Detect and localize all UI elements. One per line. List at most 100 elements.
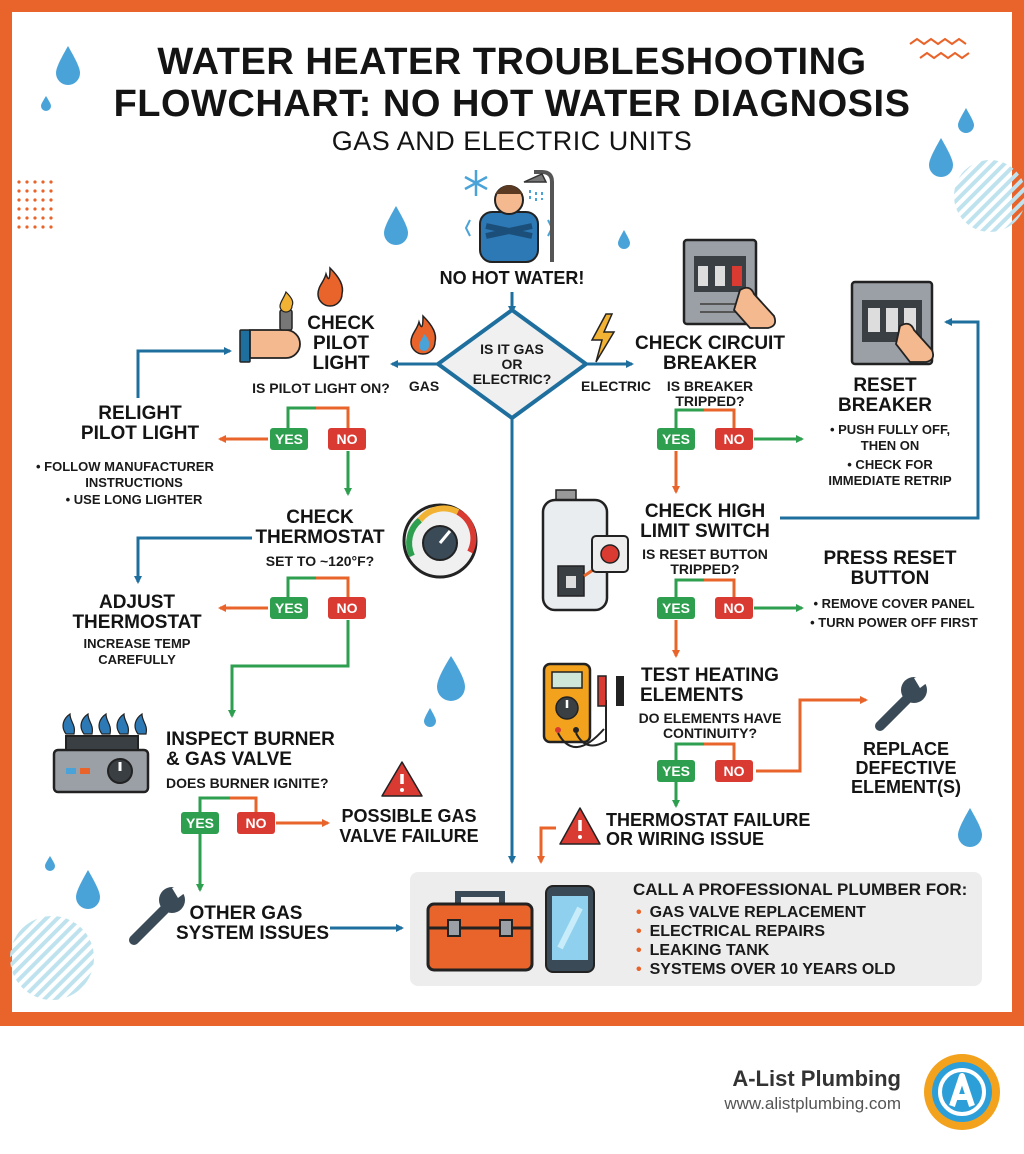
gas-valve-line-2: VALVE FAILURE — [339, 826, 479, 846]
warning-icon — [381, 761, 601, 845]
check-thermostat-line-1: CHECK — [286, 507, 354, 528]
thermostat-yes-badge: YES — [270, 597, 308, 619]
flow-thermostat-split — [286, 576, 316, 598]
flow-thermofail-to-professional — [537, 826, 556, 864]
reset-breaker-line-1: RESET — [853, 375, 917, 396]
check-pilot-line-3: LIGHT — [312, 353, 370, 374]
gas-burner-icon — [52, 712, 150, 794]
relight-line-1: RELIGHT — [98, 403, 182, 424]
relight-bullet-1-cont: INSTRUCTIONS — [85, 475, 183, 490]
reset-bullet-1-cont: THEN ON — [860, 438, 920, 453]
reset-breaker-line-2: BREAKER — [838, 395, 932, 416]
breaker-question-2: TRIPPED? — [675, 393, 745, 409]
flow-highlimit-to-reset-loop — [780, 318, 980, 520]
pilot-no-badge: NO — [328, 428, 366, 450]
flow-relight-loop — [136, 347, 232, 398]
shower-icon — [523, 170, 554, 262]
adjust-line-1: ADJUST — [98, 592, 175, 613]
replace-line-2: DEFECTIVE — [855, 758, 957, 778]
elements-question-1: DO ELEMENTS HAVE — [638, 710, 782, 726]
gas-branch-label: GAS — [408, 378, 440, 394]
professional-item: GAS VALVE REPLACEMENT — [636, 903, 896, 922]
flow-burner-split — [198, 796, 230, 812]
highlimit-yes-badge: YES — [657, 597, 695, 619]
decision-line-2: OR — [501, 356, 523, 372]
phone-icon — [545, 885, 595, 973]
other-gas-line-1: OTHER GAS — [189, 903, 303, 924]
lightning-icon — [590, 313, 616, 363]
check-pilot-line-2: PILOT — [313, 333, 369, 354]
breaker-line-2: BREAKER — [663, 353, 757, 374]
breaker-question-1: IS BREAKER — [666, 378, 754, 394]
burner-no-badge: NO — [237, 812, 275, 834]
burner-yes-badge: YES — [181, 812, 219, 834]
wrench-icon — [129, 674, 928, 945]
reset-bullet-1: • PUSH FULLY OFF, — [829, 422, 951, 437]
check-thermostat-line-2: THERMOSTAT — [255, 527, 385, 548]
flow-pilot-split-orange — [316, 406, 350, 428]
water-drop-icon — [41, 46, 982, 909]
brand-block: A-List Plumbing www.alistplumbing.com — [724, 1066, 901, 1114]
thermostat-failure-line-2: OR WIRING ISSUE — [606, 829, 765, 849]
adjust-sub-1: INCREASE TEMP — [83, 636, 191, 651]
reset-bullet-2: • CHECK FOR — [847, 457, 933, 472]
flame-icon — [317, 266, 437, 355]
pilot-yes-badge: YES — [270, 428, 308, 450]
press-reset-line-2: BUTTON — [850, 568, 930, 589]
gas-valve-line-1: POSSIBLE GAS — [341, 806, 477, 826]
toolbox-icon — [426, 891, 534, 972]
burner-line-1: INSPECT BURNER — [166, 729, 335, 750]
brand-url[interactable]: www.alistplumbing.com — [724, 1094, 901, 1113]
professional-item: ELECTRICAL REPAIRS — [636, 922, 896, 941]
burner-question: DOES BURNER IGNITE? — [166, 775, 329, 791]
elements-line-2: ELEMENTS — [640, 685, 744, 706]
snowflake-icon — [464, 170, 488, 196]
flow-burner-split-orange — [230, 796, 258, 812]
flow-breaker-split — [674, 408, 704, 428]
press-reset-line-1: PRESS RESET — [823, 548, 957, 569]
title-line-1: WATER HEATER TROUBLESHOOTING — [157, 41, 867, 83]
flow-breaker-split-orange — [704, 408, 736, 428]
thermostat-question: SET TO ~120°F? — [265, 553, 375, 569]
professional-title: CALL A PROFESSIONAL PLUMBER FOR: — [633, 880, 968, 899]
elements-no-badge: NO — [715, 760, 753, 782]
breaker-no-badge: NO — [715, 428, 753, 450]
adjust-sub-2: CAREFULLY — [98, 652, 176, 667]
press-bullet-1: • REMOVE COVER PANEL — [813, 596, 975, 611]
relight-bullet-2: • USE LONG LIGHTER — [65, 492, 203, 507]
relight-line-2: PILOT LIGHT — [80, 423, 200, 444]
check-pilot-line-1: CHECK — [307, 313, 375, 334]
water-heater-icon — [541, 489, 629, 612]
highlimit-line-2: LIMIT SWITCH — [640, 521, 770, 542]
decor-stripes-top-right — [954, 160, 1024, 232]
highlimit-question-1: IS RESET BUTTON — [642, 546, 768, 562]
start-label: NO HOT WATER! — [439, 268, 585, 288]
breaker-panel-icon — [682, 238, 777, 329]
burner-line-2: & GAS VALVE — [166, 749, 292, 770]
flow-no-to-burner — [228, 620, 350, 718]
decor-zigzag — [909, 37, 970, 60]
subtitle: GAS AND ELECTRIC UNITS — [331, 126, 693, 156]
breaker-switch-icon — [850, 280, 935, 366]
decor-stripes-bottom-left — [10, 916, 94, 1000]
reset-bullet-2-cont: IMMEDIATE RETRIP — [828, 473, 952, 488]
elements-question-2: CONTINUITY? — [662, 725, 758, 741]
logo-a-icon — [924, 1054, 1000, 1130]
decor-dots — [17, 180, 53, 229]
flow-highlimit-split — [674, 578, 704, 598]
professional-list: GAS VALVE REPLACEMENT ELECTRICAL REPAIRS… — [636, 903, 896, 979]
adjust-line-2: THERMOSTAT — [72, 612, 202, 633]
breaker-yes-badge: YES — [657, 428, 695, 450]
callout-icons — [426, 885, 595, 973]
brand-name: A-List Plumbing — [732, 1066, 901, 1091]
replace-line-1: REPLACE — [862, 739, 949, 759]
thermostat-dial-icon — [402, 503, 478, 579]
multimeter-icon — [542, 662, 624, 749]
person-cold-icon — [464, 185, 554, 263]
highlimit-question-2: TRIPPED? — [670, 561, 740, 577]
flow-pilot-split — [286, 406, 316, 428]
title-line-2: FLOWCHART: NO HOT WATER DIAGNOSIS — [113, 83, 911, 125]
thermostat-no-badge: NO — [328, 597, 366, 619]
flow-no-to-replace — [756, 696, 868, 773]
lighter-icon — [239, 290, 301, 363]
